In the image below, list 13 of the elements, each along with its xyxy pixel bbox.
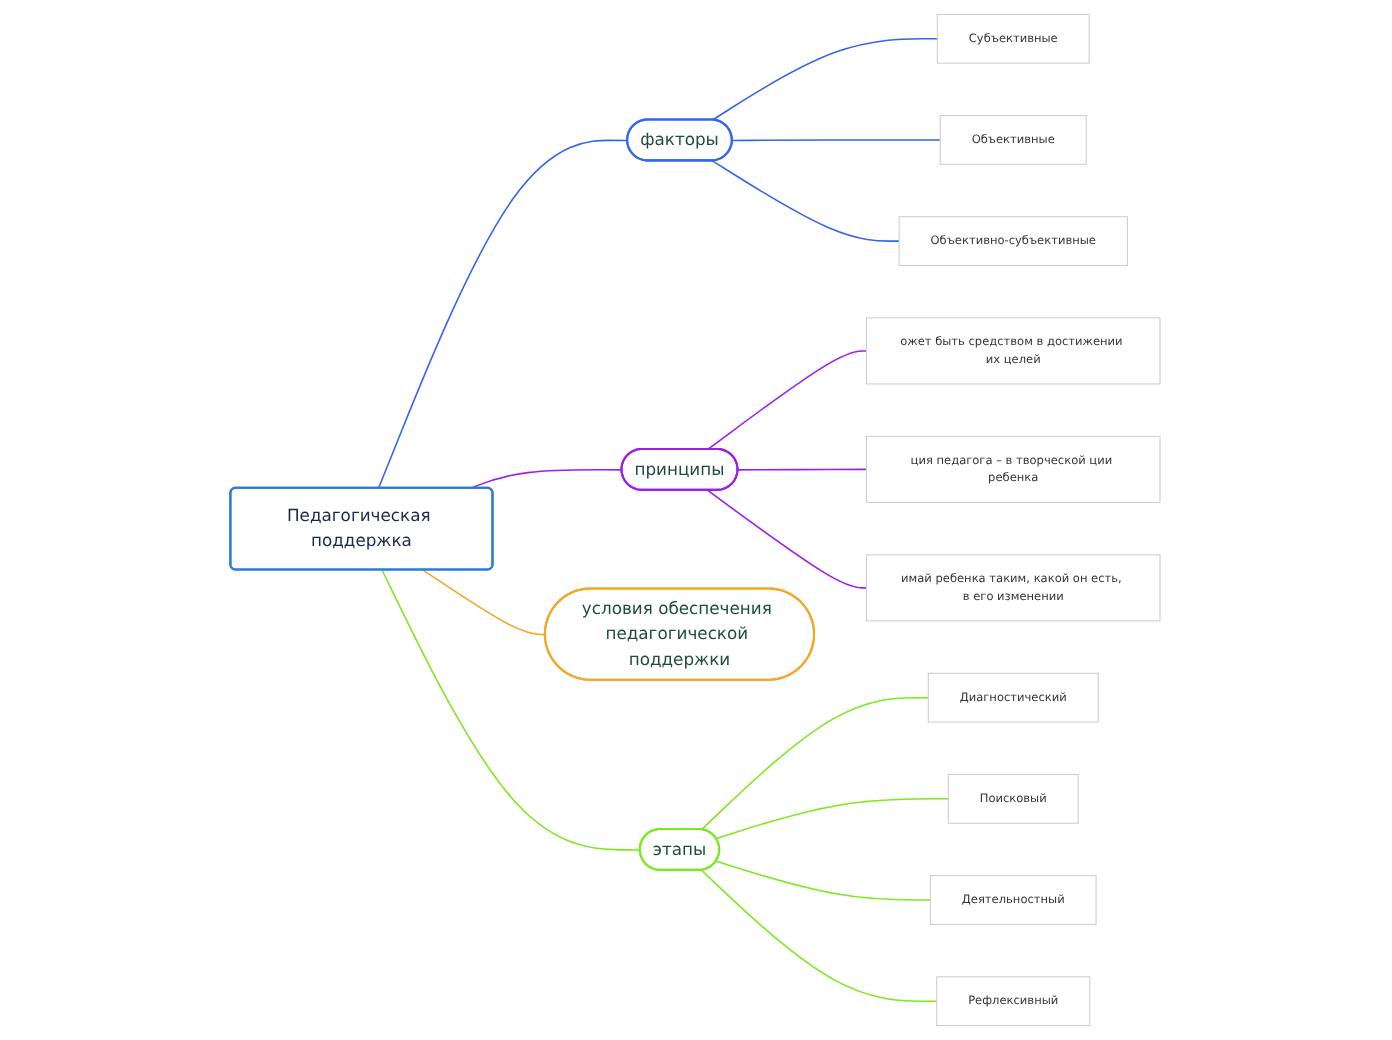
connector — [737, 468, 869, 471]
connector — [716, 860, 932, 901]
connector — [732, 139, 942, 142]
connector — [707, 489, 869, 589]
connector — [701, 869, 939, 1002]
connector — [707, 350, 869, 451]
connector — [701, 696, 930, 831]
connector — [378, 139, 630, 490]
connector — [712, 38, 939, 121]
connector — [712, 160, 901, 242]
connector — [422, 569, 547, 636]
connector — [382, 569, 642, 851]
connector — [716, 798, 950, 840]
